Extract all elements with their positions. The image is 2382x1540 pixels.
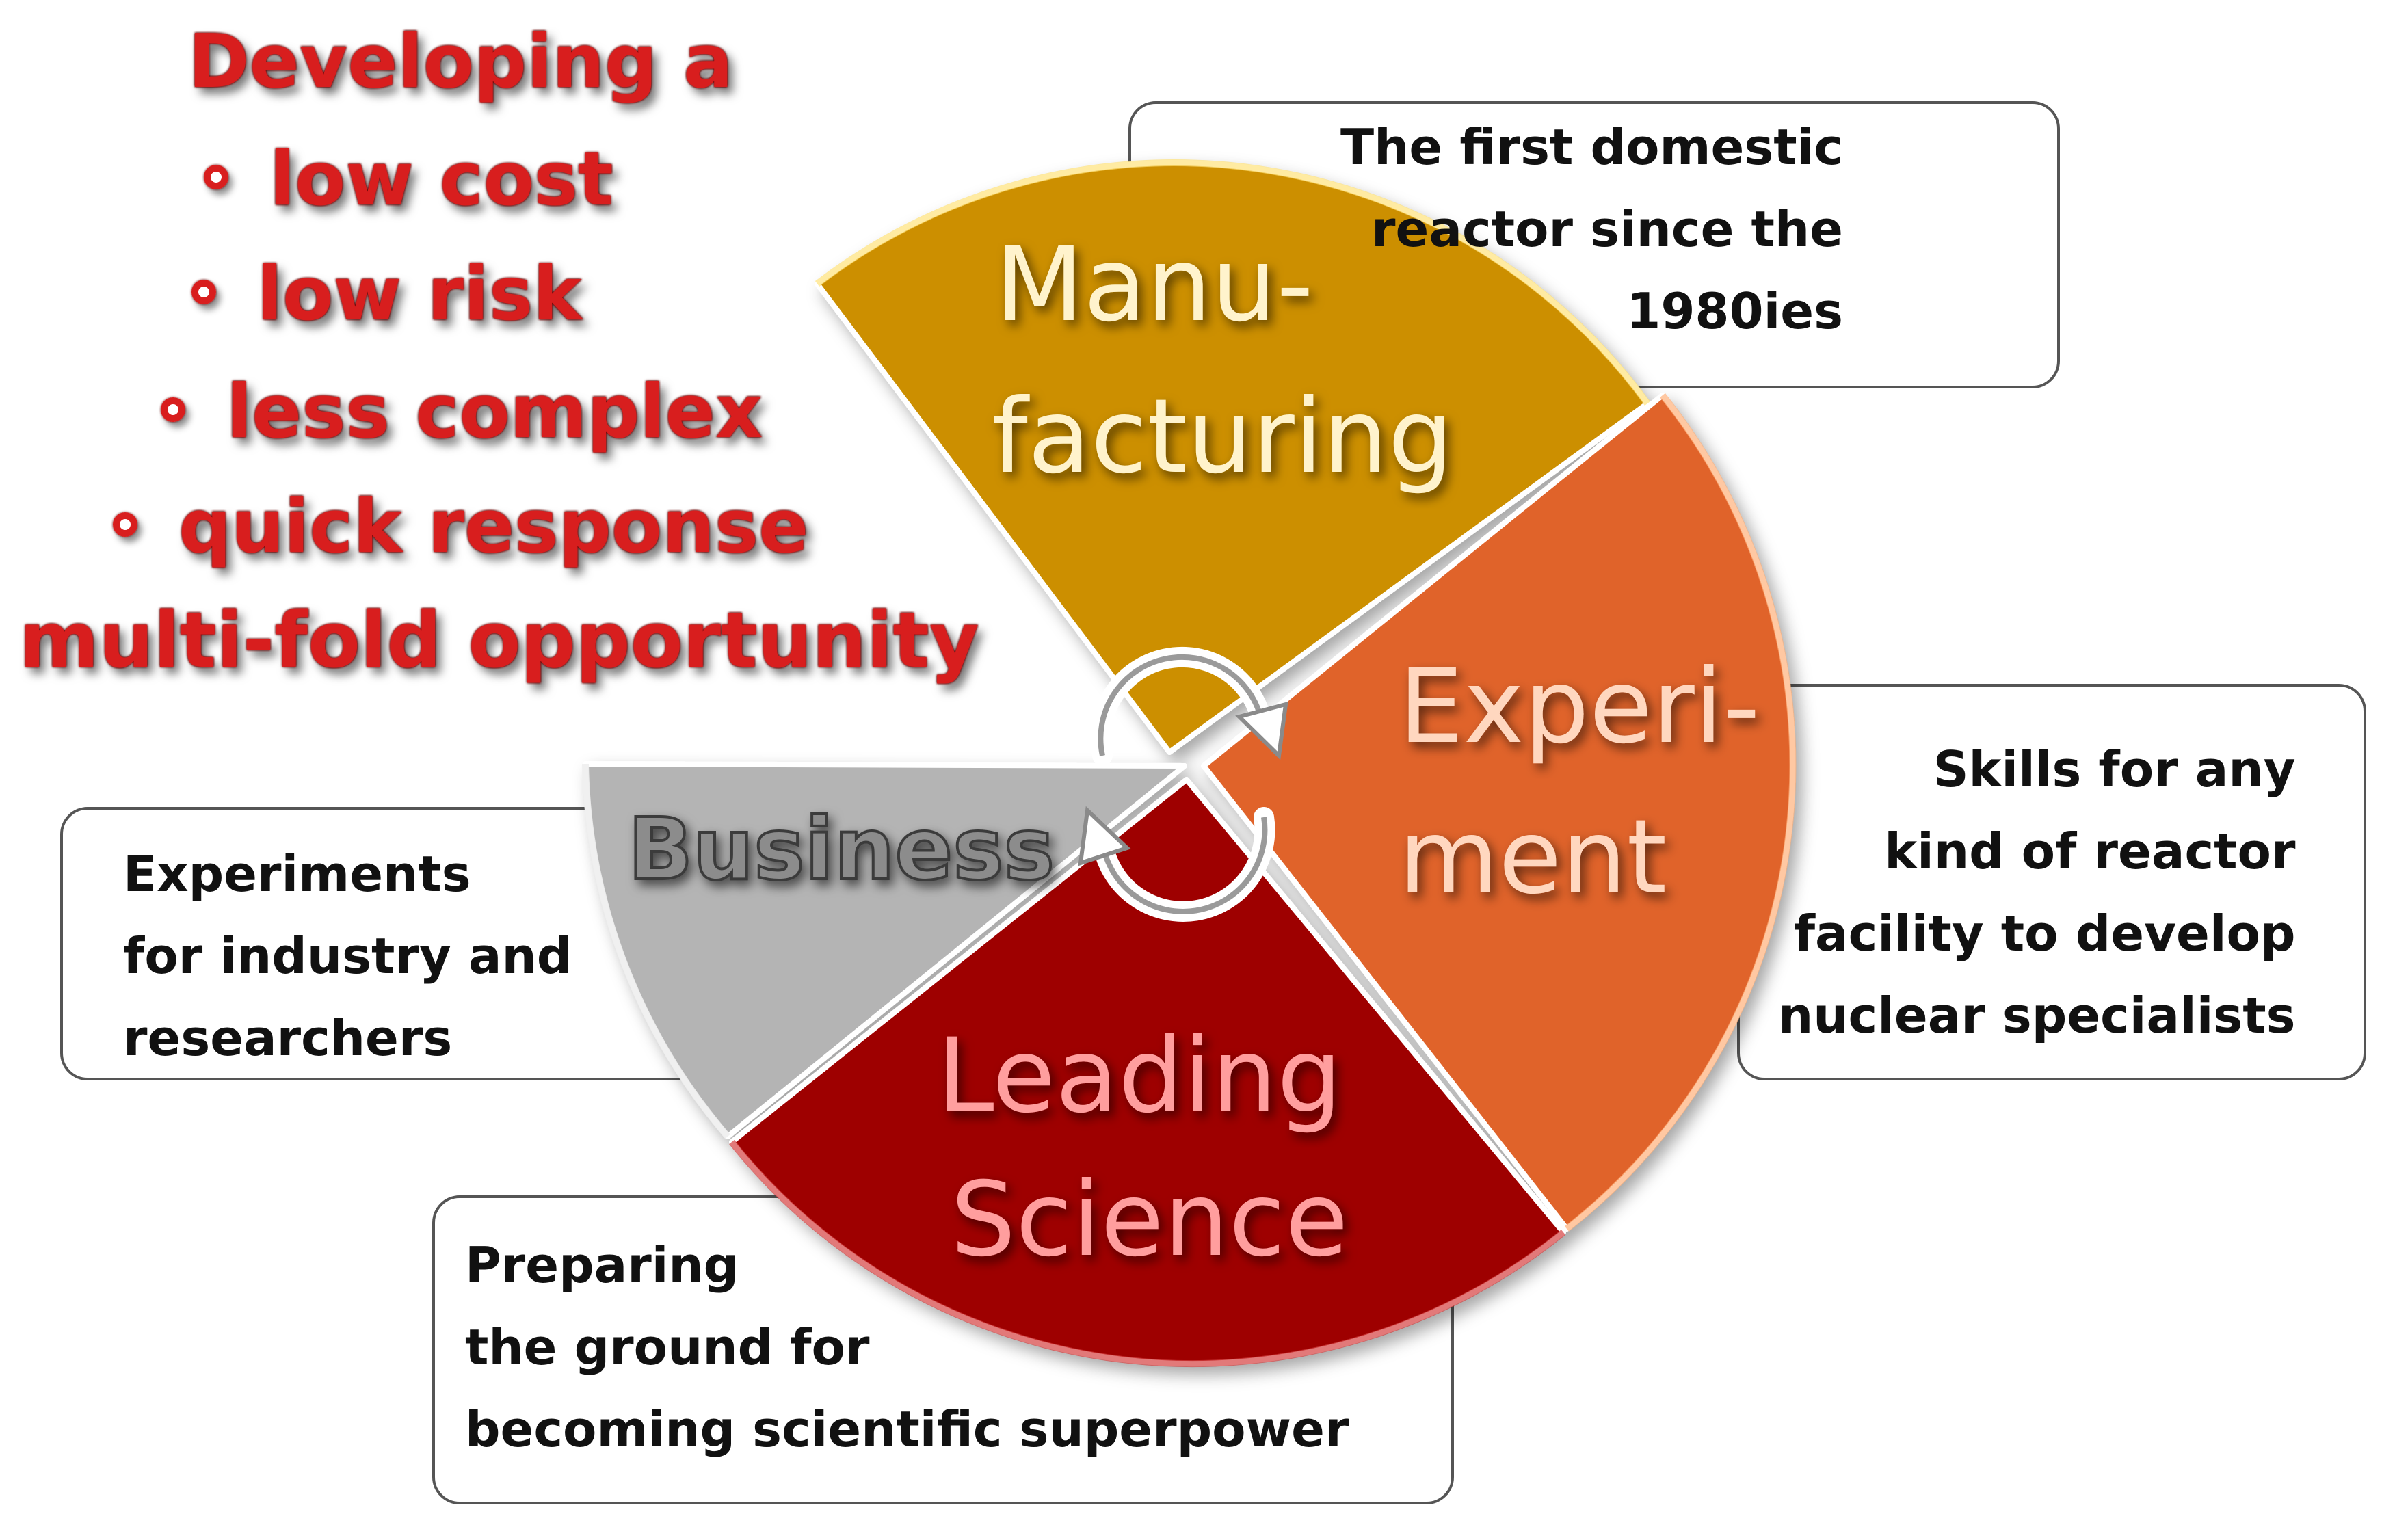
headline-bullet: quick response [113,484,808,570]
bullet-dot-icon [161,397,185,423]
segment-label-experiment-1: Experi- [1399,648,1760,767]
headline-bullet: low cost [204,137,613,222]
headline-bullet: less complex [161,369,763,455]
headline-title: Developing a [188,19,733,105]
headline-footer: multi-fold opportunity [19,596,979,685]
segment-label-manufacturing-1: Manu- [995,226,1314,345]
segment-label-experiment-2: ment [1399,798,1667,917]
bullet-dot-icon [191,280,216,305]
segment-label-manufacturing-2: facturing [992,377,1453,496]
segment-label-leading-science-1: Leading [937,1017,1342,1136]
cycle-arrows-icon [1078,646,1288,922]
bullet-dot-icon [204,165,228,190]
callout-text-manufacturing: The first domestic reactor since the 198… [1340,118,1843,340]
callout-text-experiment: Skills for any kind of reactor facility … [1778,741,2296,1044]
callout-text-business: Experiments for industry and researchers [123,845,572,1067]
bullet-dot-icon [113,512,137,537]
segment-label-leading-science-2: Science [951,1160,1348,1279]
segment-label-business: Business [628,800,1055,899]
headline-bullet: low risk [191,252,582,337]
callout-experiment [1737,684,2366,1080]
callout-text-leading-science: Preparing the ground for becoming scient… [465,1236,1349,1458]
